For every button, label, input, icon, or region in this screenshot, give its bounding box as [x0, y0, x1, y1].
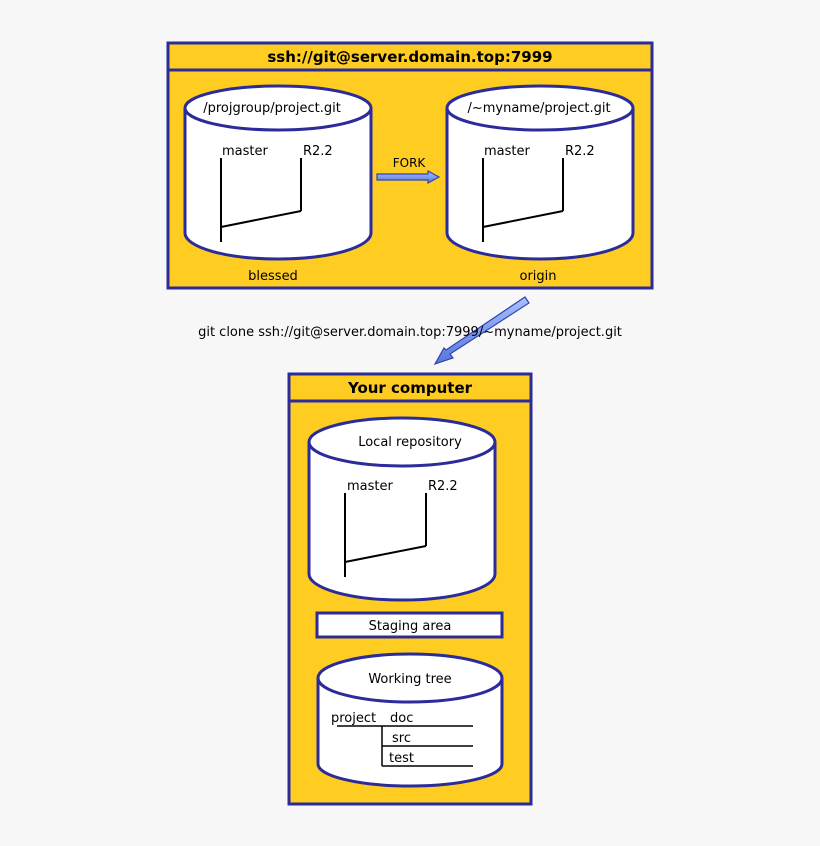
repo-origin-branch-release: R2.2 — [565, 144, 595, 159]
repo-origin-path: /~myname/project.git — [467, 101, 610, 116]
repo-blessed-caption: blessed — [248, 269, 298, 284]
local-repo-branch-master: master — [347, 479, 393, 494]
fork-label: FORK — [393, 156, 427, 170]
repo-origin-branch-master: master — [484, 144, 530, 159]
computer-box: Your computer Local repository master R2… — [287, 372, 533, 806]
repo-blessed-path: /projgroup/project.git — [203, 101, 341, 116]
repo-blessed-branch-link — [220, 210, 302, 228]
local-repo: Local repository master R2.2 — [307, 416, 497, 602]
repo-origin-top — [445, 84, 635, 132]
working-tree-project: project — [331, 711, 376, 726]
repo-blessed-branch-release: R2.2 — [303, 144, 333, 159]
clone-arrow-shape — [433, 296, 530, 366]
staging-area: Staging area — [315, 611, 504, 639]
repo-origin-caption: origin — [519, 269, 556, 284]
repo-origin: /~myname/project.git master R2.2 origin — [445, 84, 635, 284]
working-tree-top — [316, 652, 504, 704]
repo-origin-body — [445, 108, 635, 261]
local-repo-title: Local repository — [358, 435, 462, 450]
repo-blessed-branch-master: master — [222, 144, 268, 159]
working-tree-body — [316, 678, 504, 788]
repo-blessed-body — [183, 108, 373, 261]
working-tree-dir-doc: doc — [390, 711, 413, 726]
working-tree-dir-test: test — [389, 751, 414, 766]
fork-arrow-shape — [376, 169, 441, 185]
clone-command: git clone ssh://git@server.domain.top:79… — [198, 325, 622, 340]
working-tree-title: Working tree — [368, 672, 451, 687]
local-repo-branch-link — [344, 545, 427, 563]
repo-blessed-top — [183, 84, 373, 132]
server-title: ssh://git@server.domain.top:7999 — [267, 48, 552, 66]
clone-arrow: git clone ssh://git@server.domain.top:79… — [198, 296, 622, 366]
local-repo-branch-release: R2.2 — [428, 479, 458, 494]
working-tree: Working tree project doc src test — [316, 652, 504, 788]
server-box: ssh://git@server.domain.top:7999 /projgr… — [166, 41, 654, 290]
fork-arrow: FORK — [376, 156, 441, 185]
repo-blessed: /projgroup/project.git master R2.2 bless… — [183, 84, 373, 284]
computer-title: Your computer — [347, 379, 473, 397]
staging-area-label: Staging area — [369, 619, 452, 634]
repo-origin-branch-link — [482, 210, 564, 228]
local-repo-top — [307, 416, 497, 468]
staging-area-box — [315, 611, 504, 639]
working-tree-dir-src: src — [392, 731, 411, 746]
